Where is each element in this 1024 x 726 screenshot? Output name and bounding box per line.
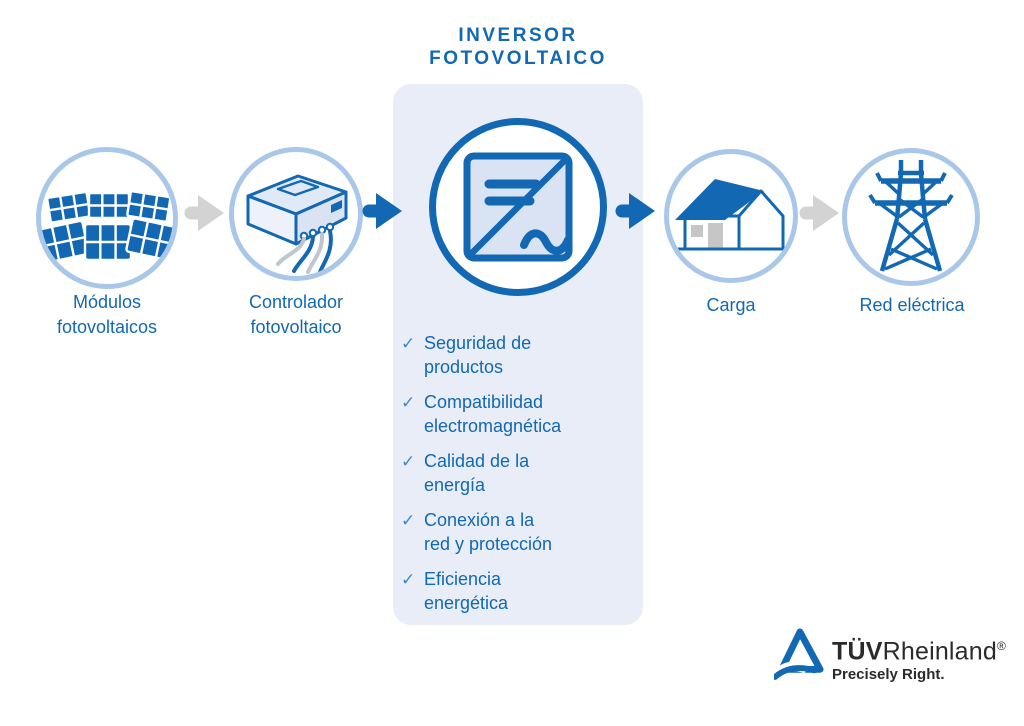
power-tower-icon [868,160,954,272]
checklist-item-text: Calidad de la energía [424,451,530,495]
logo-text: TÜVRheinland® Precisely Right. [832,626,1006,683]
node-grid [842,148,980,286]
charge-controller-icon [246,174,348,274]
node-modules [36,147,178,289]
logo-brand-regular: Rheinland [882,637,997,666]
logo-brand-bold: TÜV [832,637,883,666]
check-icon: ✓ [401,511,416,530]
inverter-checklist: ✓ Seguridad de productos ✓ Compatibilida… [401,331,639,615]
inverter-icon [463,152,573,262]
node-load [664,149,798,283]
check-icon: ✓ [401,393,416,412]
checklist-item-text: Compatibilidad electromagnética [424,392,562,436]
label-load: Carga [706,295,756,315]
inverter-title: INVERSOR FOTOVOLTAICO [429,25,607,69]
solar-panels-icon [41,190,173,264]
label-controller: Controlador fotovoltaico [248,292,344,337]
checklist-item: ✓ Calidad de la energía [401,449,639,497]
checklist-item-text: Seguridad de productos [424,333,532,377]
checklist-item: ✓ Eficiencia energética [401,567,639,615]
arrow-inverter-to-load [615,193,655,229]
checklist-item: ✓ Seguridad de productos [401,331,639,379]
node-controller [229,147,363,281]
tuv-triangle-icon [774,628,824,680]
label-grid: Red eléctrica [859,295,965,315]
arrow-load-to-grid [799,195,839,231]
logo-brand: TÜVRheinland® [832,633,1006,664]
house-icon [675,179,786,251]
checklist-item: ✓ Conexión a la red y protección [401,508,639,556]
arrow-modules-to-controller [184,195,224,231]
arrow-controller-to-inverter [362,193,402,229]
check-icon: ✓ [401,334,416,353]
checklist-item-text: Eficiencia energética [424,569,509,613]
tuv-rheinland-logo: TÜVRheinland® Precisely Right. [774,626,1006,683]
check-icon: ✓ [401,570,416,589]
label-modules: Módulos fotovoltaicos [56,292,158,337]
node-inverter [429,118,607,296]
logo-tagline: Precisely Right. [832,666,945,684]
registered-mark: ® [997,639,1007,653]
check-icon: ✓ [401,452,416,471]
checklist-item: ✓ Compatibilidad electromagnética [401,390,639,438]
checklist-item-text: Conexión a la red y protección [424,510,553,554]
